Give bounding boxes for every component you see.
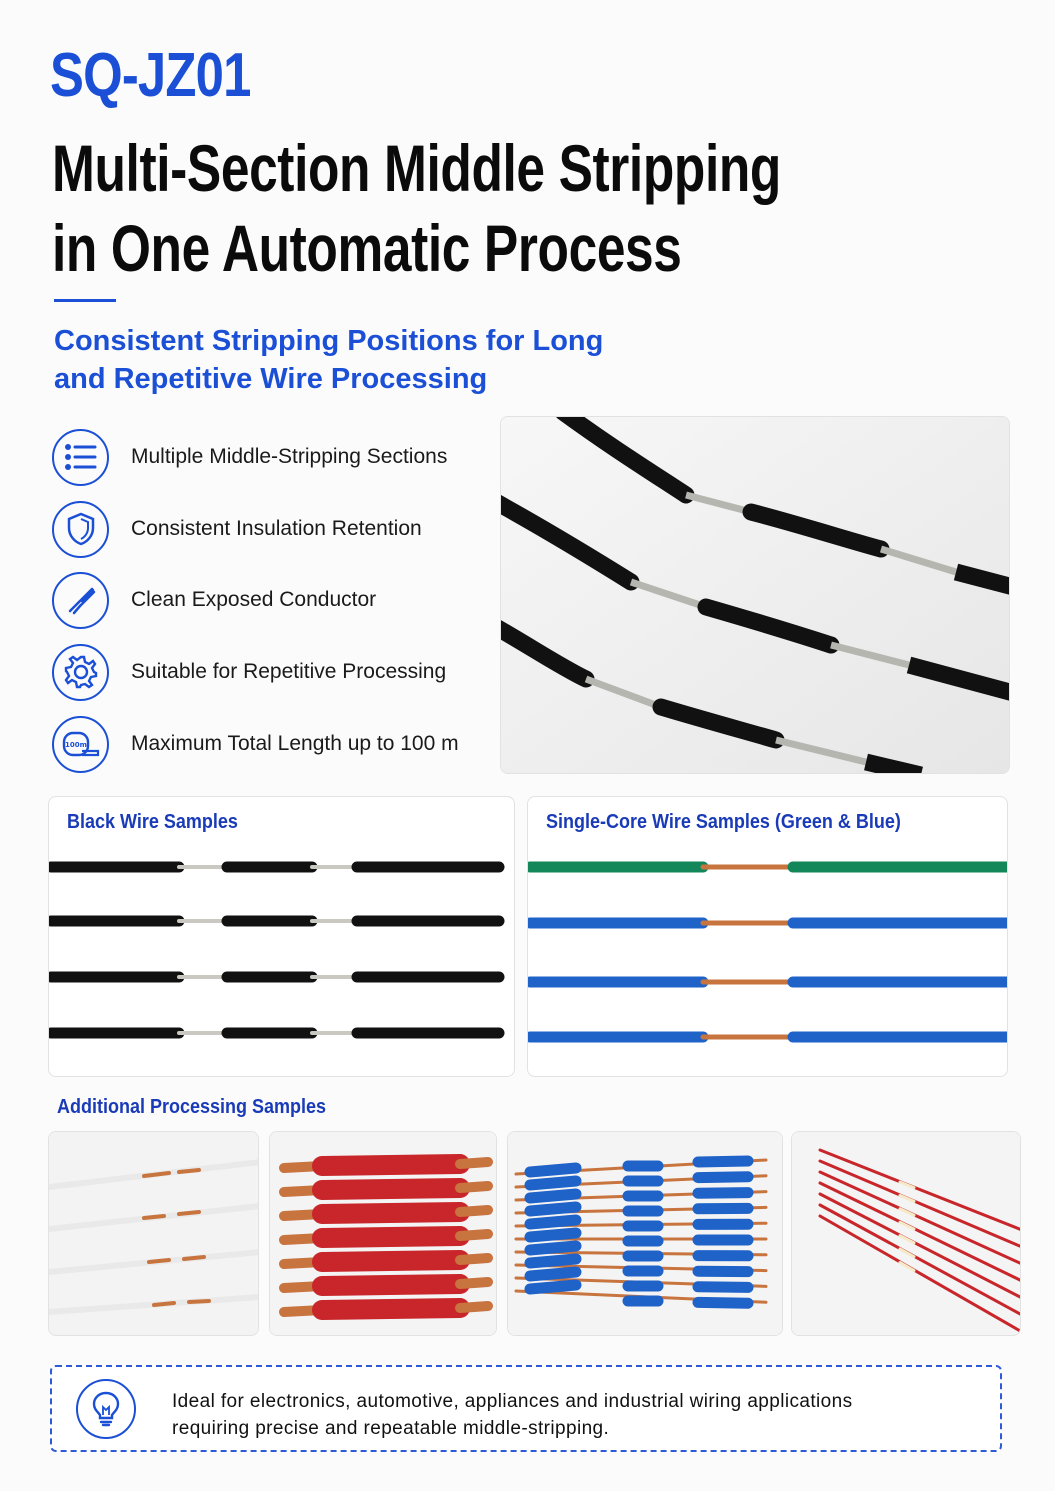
stripped-section	[898, 1220, 916, 1231]
red-insulation	[312, 1226, 470, 1248]
page-headline: Multi-Section Middle Stripping in One Au…	[52, 128, 781, 288]
hero-wire-photo	[500, 416, 1010, 774]
stripped-section	[898, 1180, 916, 1190]
red-wire	[818, 1148, 1020, 1231]
feature-label: Clean Exposed Conductor	[131, 588, 377, 611]
subhead-line-1: Consistent Stripping Positions for Long	[54, 325, 604, 357]
red-wire	[818, 1192, 1020, 1299]
red-insulation	[312, 1274, 470, 1296]
copper-conductor	[455, 1277, 493, 1289]
tape-measure-icon: 100m	[52, 715, 109, 773]
copper-conductor	[455, 1253, 493, 1265]
divider	[54, 299, 116, 302]
copper-conductor	[455, 1205, 493, 1217]
subheadline: Consistent Stripping Positions for Long …	[54, 322, 674, 398]
blue-insulation	[692, 1171, 754, 1184]
subhead-line-2: and Repetitive Wire Processing	[54, 363, 488, 395]
lightbulb-icon	[76, 1379, 136, 1439]
blue-insulation	[524, 1188, 582, 1204]
list-icon	[52, 428, 109, 486]
blue-wire-bundle-sample-photo	[507, 1131, 783, 1336]
stripped-section	[898, 1247, 916, 1259]
blue-insulation	[524, 1214, 582, 1230]
note-line-1: Ideal for electronics, automotive, appli…	[172, 1391, 853, 1412]
feature-item: Consistent Insulation Retention	[52, 500, 492, 558]
blue-insulation	[692, 1281, 754, 1293]
blue-insulation	[524, 1253, 582, 1269]
feature-label: Maximum Total Length up to 100 m	[131, 732, 459, 755]
red-wire	[818, 1181, 1020, 1282]
headline-line-1: Multi-Section Middle Stripping	[52, 131, 781, 205]
feature-label: Multiple Middle-Stripping Sections	[131, 445, 448, 468]
stripped-section	[898, 1234, 916, 1245]
copper-conductor	[455, 1229, 493, 1241]
feature-item: Clean Exposed Conductor	[52, 571, 492, 629]
red-insulation	[312, 1154, 470, 1176]
blue-insulation	[524, 1162, 582, 1178]
red-wire	[818, 1159, 1020, 1248]
single-core-wire-samples-panel: Single-Core Wire Samples (Green & Blue)	[527, 796, 1008, 1077]
red-wire-sample-photo	[269, 1131, 497, 1336]
headline-line-2: in One Automatic Process	[52, 211, 682, 285]
blue-insulation	[692, 1155, 754, 1168]
additional-samples-title: Additional Processing Samples	[57, 1096, 327, 1118]
blue-insulation	[524, 1201, 582, 1217]
feature-label: Consistent Insulation Retention	[131, 517, 422, 540]
gear-icon	[52, 643, 109, 701]
copper-conductor	[455, 1301, 493, 1313]
application-note: Ideal for electronics, automotive, appli…	[50, 1365, 1002, 1452]
single-core-wire-samples-title: Single-Core Wire Samples (Green & Blue)	[546, 811, 901, 833]
feature-item: Multiple Middle-Stripping Sections	[52, 428, 492, 486]
note-line-2: requiring precise and repeatable middle-…	[172, 1418, 610, 1439]
blue-insulation	[524, 1279, 582, 1295]
copper-conductor	[455, 1157, 493, 1169]
red-insulation	[312, 1202, 470, 1224]
red-flat-wire-sample-photo	[791, 1131, 1021, 1336]
red-insulation	[312, 1250, 470, 1272]
blue-insulation	[692, 1296, 754, 1309]
tape-measure-icon-text: 100m	[65, 741, 87, 749]
copper-conductor	[455, 1181, 493, 1193]
blue-insulation	[524, 1175, 582, 1191]
blue-insulation	[524, 1240, 582, 1256]
conductor-icon	[52, 571, 109, 629]
feature-item: Suitable for Repetitive Processing	[52, 643, 492, 701]
black-wire-samples-title: Black Wire Samples	[67, 811, 238, 833]
red-wire	[818, 1214, 1020, 1333]
blue-insulation	[524, 1266, 582, 1282]
shield-icon	[52, 500, 109, 558]
white-wire-sample-photo	[48, 1131, 259, 1336]
stripped-section	[898, 1207, 916, 1217]
blue-insulation	[692, 1187, 754, 1199]
feature-label: Suitable for Repetitive Processing	[131, 660, 447, 683]
stripped-section	[898, 1260, 916, 1273]
product-model: SQ-JZ01	[50, 41, 251, 110]
red-insulation	[312, 1298, 470, 1320]
red-wire	[818, 1170, 1020, 1265]
red-wire	[818, 1203, 1020, 1316]
black-wire-samples-panel: Black Wire Samples	[48, 796, 515, 1077]
red-insulation	[312, 1178, 470, 1200]
blue-insulation	[524, 1227, 582, 1243]
stripped-section	[898, 1193, 916, 1203]
feature-item: 100m Maximum Total Length up to 100 m	[52, 715, 492, 773]
